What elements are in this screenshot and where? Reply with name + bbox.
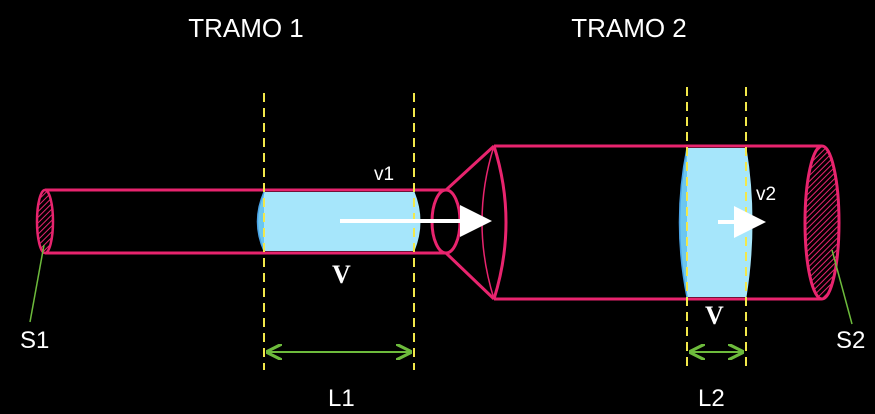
label-volume-2: V [705,301,724,330]
outlet-section-s2 [803,144,841,301]
transition-cone [444,144,508,301]
label-v1: v1 [374,164,394,185]
wide-pipe [494,144,822,301]
label-s2: S2 [836,327,865,354]
label-s1: S1 [20,327,49,354]
title-tramo-1: TRAMO 1 [188,13,304,43]
label-v2: v2 [756,184,776,205]
label-l1: L1 [328,385,355,412]
label-l2: L2 [698,385,725,412]
title-tramo-2: TRAMO 2 [571,13,687,43]
s2-leader [831,249,853,325]
s1-leader [29,244,45,323]
inlet-section-s1 [35,188,55,255]
label-volume-1: V [332,260,351,289]
